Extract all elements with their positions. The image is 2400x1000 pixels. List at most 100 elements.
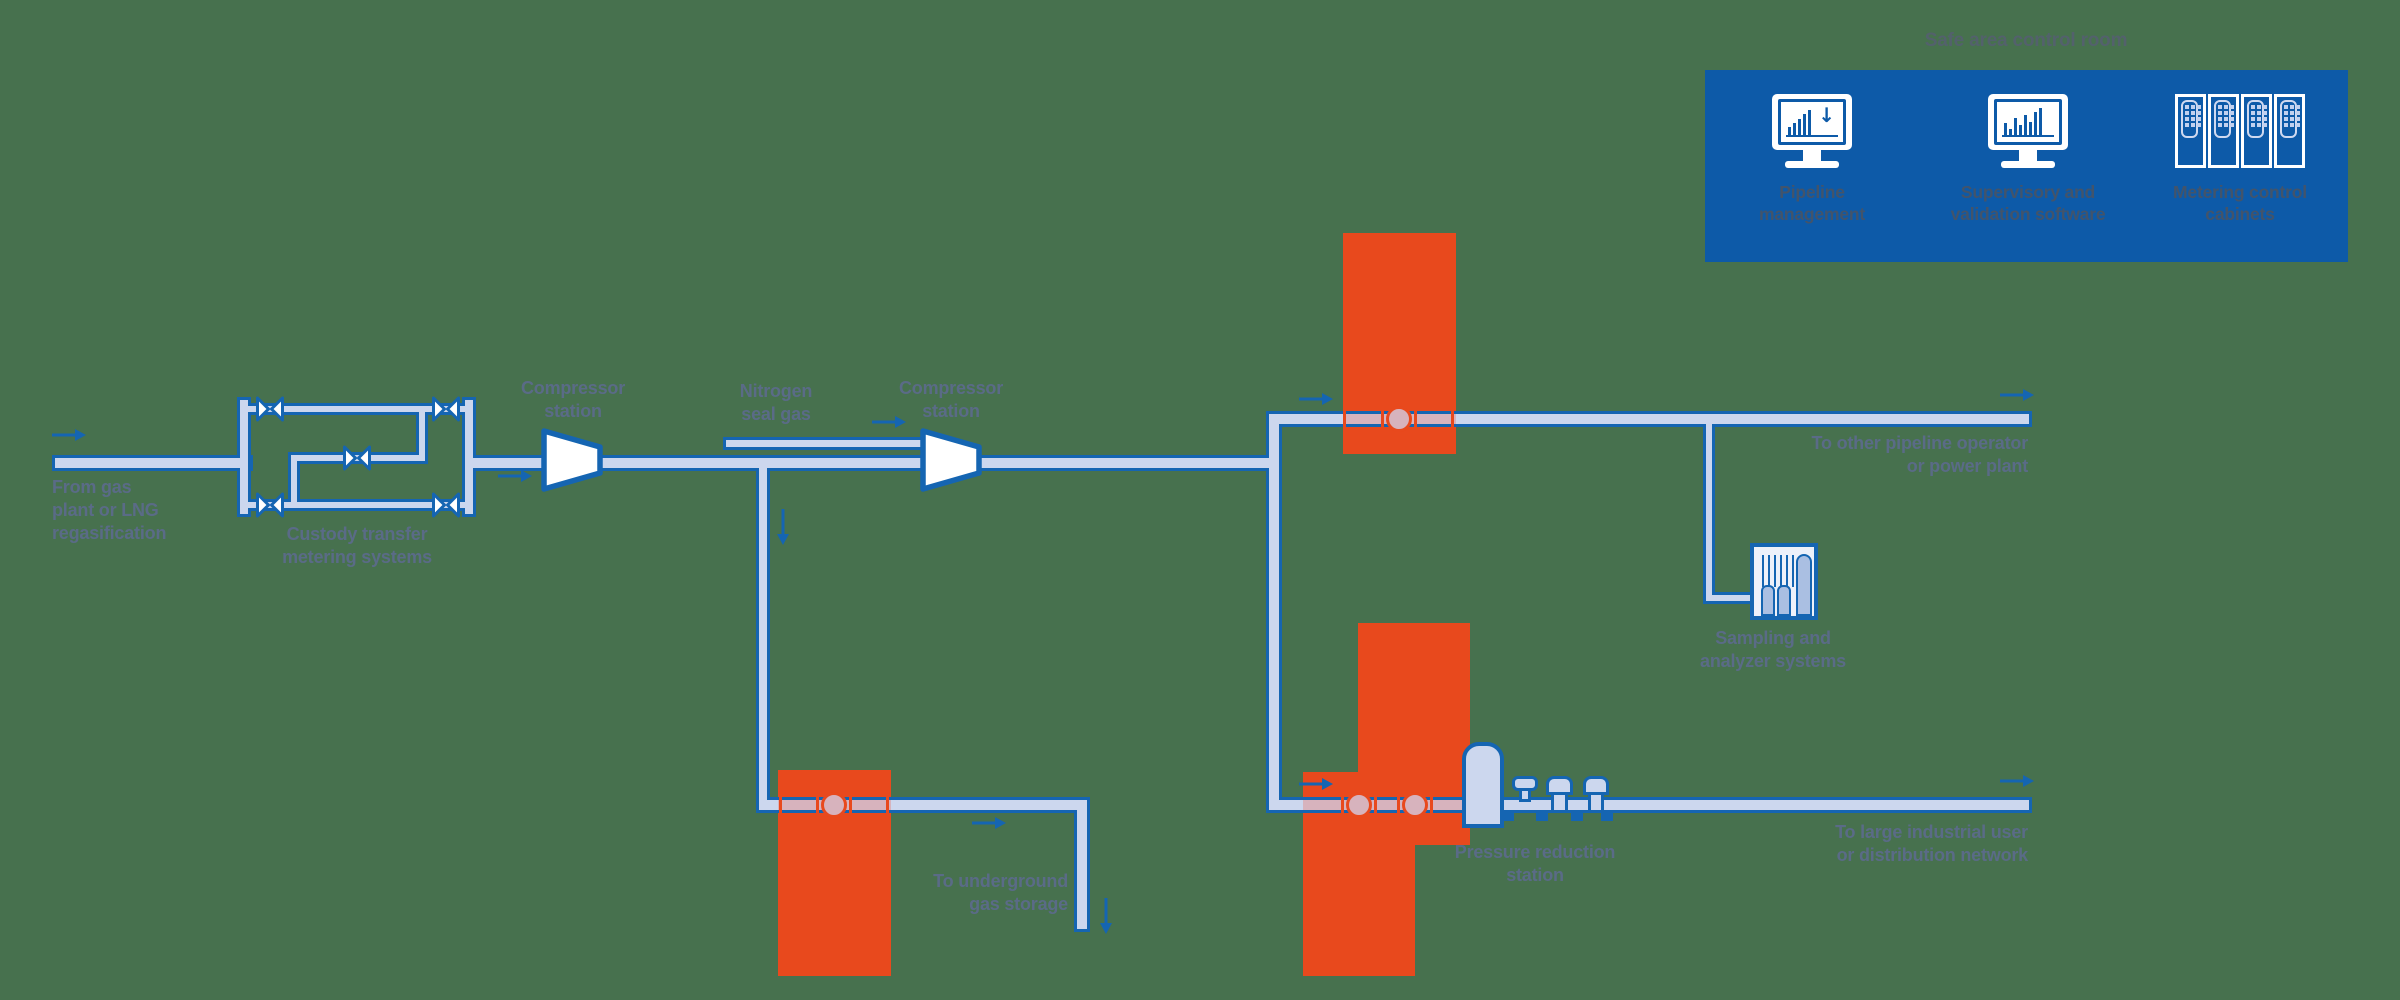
flow-meter-icon [821, 792, 847, 818]
analyzer-system-icon [1750, 543, 1818, 620]
analyzer-cylinder [1777, 585, 1791, 616]
cabinet-grid-cell [2290, 123, 2294, 127]
flange-tick [1397, 793, 1400, 817]
label-line: Supervisory and [1960, 182, 2096, 202]
cabinet-grid-cell [2263, 123, 2267, 127]
flange-tick [886, 793, 889, 817]
filter-vessel-icon [1462, 742, 1504, 828]
cabinet-grid-cell [2296, 117, 2300, 121]
flow-arrow-right-icon [2000, 775, 2034, 787]
chart-bar [2009, 129, 2012, 135]
cabinet-grid-cell [2218, 123, 2222, 127]
cabinet-grid-cell [2218, 105, 2222, 109]
pipe-fill [419, 406, 425, 461]
chart-baseline [1786, 135, 1838, 137]
valve-icon [432, 396, 460, 422]
flow-arrow-down-icon [1100, 898, 1112, 934]
valve-icon [256, 396, 284, 422]
chart-bar [1808, 110, 1811, 135]
analyzer-tube-line [1780, 555, 1782, 587]
cabinet-grid-cell [2230, 111, 2234, 115]
cabinet [2175, 94, 2206, 168]
analyzer-tube-line [1786, 555, 1788, 587]
label-line: Pipeline [1779, 182, 1845, 202]
monitor-chart-download-icon: ↓ [1772, 94, 1852, 168]
flow-meter-icon [1346, 792, 1372, 818]
flow-arrow-down-icon [777, 509, 789, 545]
regulator-base [1588, 792, 1604, 813]
flow-arrow-right-icon [972, 817, 1006, 829]
cabinet-grid-cell [2218, 117, 2222, 121]
cabinet-grid-cell [2296, 123, 2300, 127]
cabinet-grid-cell [2197, 111, 2201, 115]
label-nitrogen-seal-gas: Nitrogen seal gas [626, 380, 926, 426]
label-line: regasification [52, 523, 167, 543]
analyzer-tube-line [1768, 555, 1770, 587]
cabinet-grid-cell [2284, 123, 2288, 127]
cabinet-grid-cell [2296, 105, 2300, 109]
chart-bar [2034, 112, 2037, 135]
flange-tick [816, 793, 819, 817]
pipe-fill [248, 502, 465, 508]
monitor-base [1785, 161, 1839, 168]
flow-arrow-right-icon [872, 416, 906, 428]
label-line: metering systems [282, 547, 432, 567]
cabinet-grid-cell [2224, 123, 2228, 127]
label-line: or distribution network [1836, 845, 2029, 865]
cabinet-door [2181, 100, 2201, 138]
cabinet-grid-cell [2296, 111, 2300, 115]
monitor-screen [1994, 99, 2062, 145]
label-pressure-reduction: Pressure reduction station [1385, 841, 1685, 887]
label-line: Nitrogen [739, 381, 813, 401]
cabinet-grid-cell [2251, 105, 2255, 109]
label-line: Compressor [898, 378, 1004, 398]
chart-bar [2039, 108, 2042, 135]
pipe-fill [240, 400, 248, 514]
pipe-fill [1269, 414, 2029, 424]
metering-cabinets-icon [2175, 94, 2305, 168]
label-line: Pressure reduction [1454, 842, 1616, 862]
compressor-icon [920, 428, 982, 492]
flange-tick [779, 793, 782, 817]
compressor-icon [541, 428, 603, 492]
label-to-other-pipeline: To other pipeline operator or power plan… [1708, 432, 2029, 478]
pipe-fill [1706, 418, 1712, 601]
cabinet-grid-cell [2251, 117, 2255, 121]
cabinet-door [2247, 100, 2267, 138]
chart-bar [1793, 123, 1796, 135]
cabinet-grid-cell [2257, 117, 2261, 121]
analyzer-tube-line [1774, 555, 1776, 587]
label-to-underground-storage: To underground gas storage [768, 870, 1068, 916]
label-line: plant or LNG [52, 500, 159, 520]
analyzer-column [1796, 554, 1812, 616]
chart-bar [1798, 119, 1801, 135]
flange-tick [1341, 793, 1344, 817]
station-foot [1536, 813, 1548, 821]
label-line: Custody transfer [286, 524, 428, 544]
pipe-fill [1077, 800, 1087, 929]
cabinet-grid-cell [2185, 111, 2189, 115]
flange-tick [1343, 407, 1346, 431]
cabinet-door [2214, 100, 2234, 138]
station-foot [1601, 813, 1613, 821]
cabinet-grid-cell [2290, 105, 2294, 109]
cabinet-grid-cell [2218, 111, 2222, 115]
pipe-fill [465, 400, 473, 514]
cabinet [2241, 94, 2272, 168]
cabinet-grid-cell [2197, 105, 2201, 109]
cabinet [2274, 94, 2305, 168]
cabinet [2208, 94, 2239, 168]
cabinet-grid-cell [2263, 111, 2267, 115]
label-line: or power plant [1906, 456, 2028, 476]
label-line: Sampling and [1715, 628, 1831, 648]
cabinet-grid-cell [2197, 123, 2201, 127]
cabinet-grid-cell [2230, 105, 2234, 109]
flow-arrow-right-icon [1299, 393, 1333, 405]
label-line: management [1759, 204, 1865, 224]
regulator-base [1551, 792, 1568, 813]
flow-arrow-right-icon [498, 470, 532, 482]
label-line: To other pipeline operator [1811, 433, 2029, 453]
control-room-item-label: Supervisory and validation software [1878, 181, 2178, 225]
label-source: From gas plant or LNG regasification [52, 476, 166, 545]
label-line: validation software [1950, 204, 2106, 224]
